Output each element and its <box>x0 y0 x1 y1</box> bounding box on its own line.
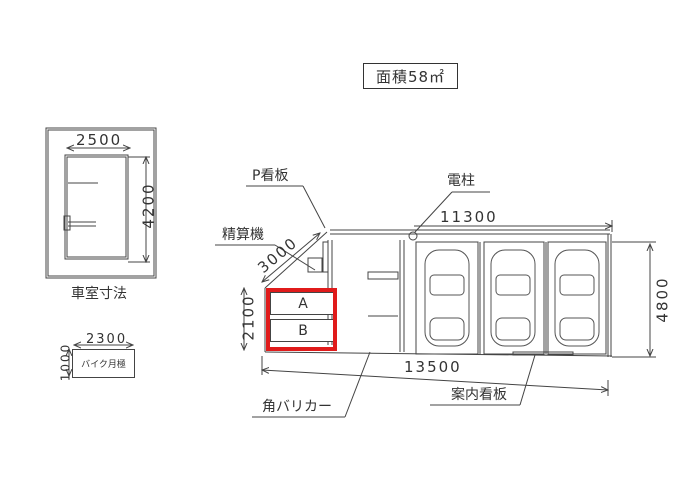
guide-sign-label: 案内看板 <box>451 387 507 403</box>
car-icons <box>424 249 600 347</box>
car-width-dim: 2500 <box>76 131 123 149</box>
payment-machine-label: 精算機 <box>222 227 264 243</box>
slot-highlight <box>266 288 337 351</box>
p-sign-label: P看板 <box>252 168 289 184</box>
corner-barricade-label: 角バリカー <box>262 399 332 415</box>
bike-length-dim: 1000 <box>58 342 73 382</box>
car-length-dim: 4200 <box>139 182 158 229</box>
utility-pole-label: 電柱 <box>447 173 475 189</box>
left-depth-dim: 2100 <box>239 294 258 341</box>
depth-dim: 4800 <box>653 276 672 323</box>
area-label: 面積58㎡ <box>363 63 458 89</box>
top-length-dim: 11300 <box>440 208 498 226</box>
bottom-length-dim: 13500 <box>404 358 462 376</box>
car-room-diagram <box>45 127 157 279</box>
bike-slot: バイク月極 <box>72 349 135 378</box>
slot-a[interactable]: A <box>270 292 336 315</box>
bike-width-dim: 2300 <box>86 332 128 347</box>
slot-b[interactable]: B <box>270 319 336 342</box>
car-room-caption: 車室寸法 <box>71 286 127 302</box>
